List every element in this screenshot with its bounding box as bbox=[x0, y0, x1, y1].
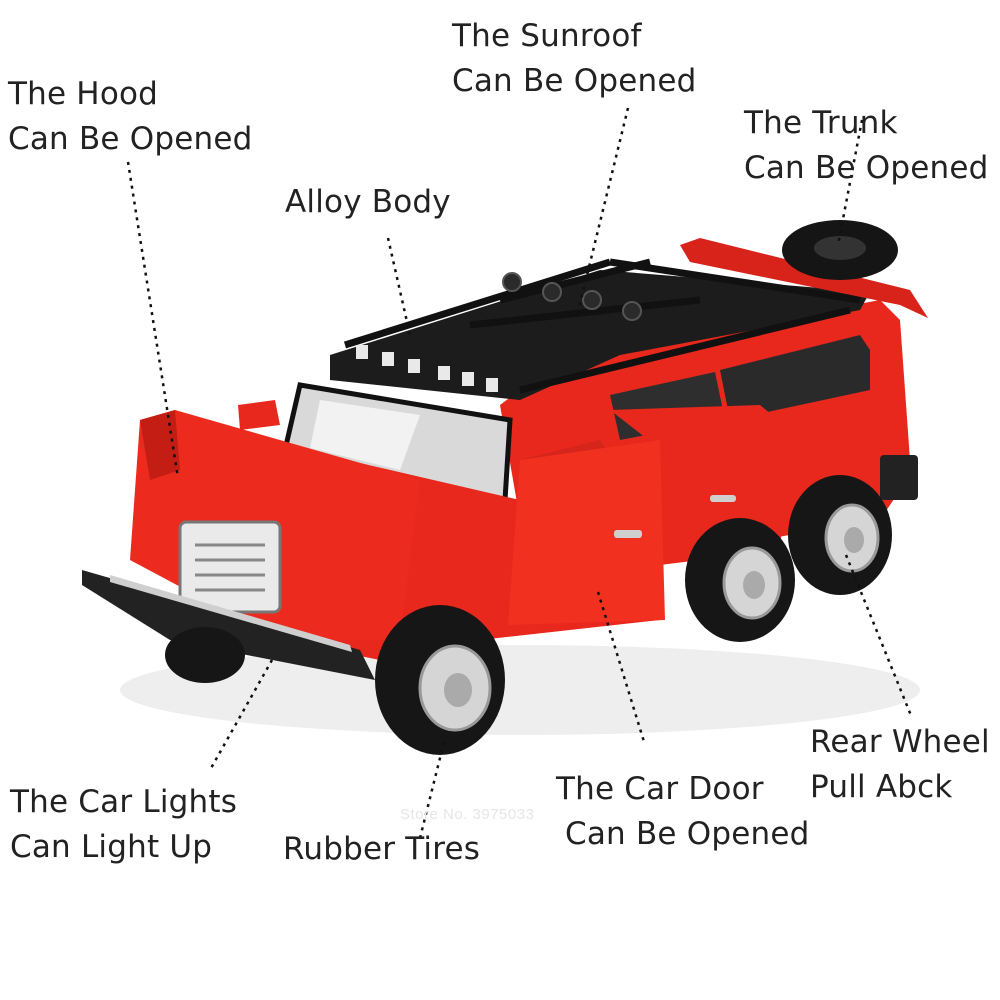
door-open bbox=[508, 440, 665, 625]
callout-rubber-tires: Rubber Tires bbox=[283, 827, 480, 872]
door-handle-2 bbox=[710, 495, 736, 502]
side-mirror bbox=[238, 400, 280, 430]
callout-rear-wheel-line2: Pull Abck bbox=[810, 769, 953, 805]
front-wheel bbox=[375, 605, 505, 755]
callout-car-door: The Car Door Can Be Opened bbox=[556, 767, 810, 857]
trunk-lid bbox=[680, 238, 928, 318]
callout-alloy-body-line1: Alloy Body bbox=[285, 184, 451, 220]
leader-rear-wheel bbox=[844, 554, 914, 719]
grille-slats bbox=[195, 543, 265, 592]
callout-hood-line1: The Hood bbox=[8, 76, 159, 112]
spare-tire-hub bbox=[814, 236, 866, 260]
hood-shade bbox=[140, 410, 180, 480]
bumper-chrome bbox=[110, 575, 352, 652]
roof-lights bbox=[502, 272, 642, 321]
callout-car-lights-line1: The Car Lights bbox=[10, 784, 238, 820]
rear-bumper bbox=[880, 455, 918, 500]
grille bbox=[178, 520, 282, 614]
callout-rear-wheel-line1: Rear Wheel bbox=[810, 724, 990, 760]
callout-sunroof-line2: Can Be Opened bbox=[452, 63, 697, 99]
rear-wheel-1 bbox=[685, 518, 795, 642]
door-handle bbox=[614, 530, 642, 538]
roof-rack bbox=[343, 258, 861, 394]
callout-alloy-body: Alloy Body bbox=[285, 180, 451, 225]
callout-hood-line2: Can Be Opened bbox=[8, 121, 253, 157]
side-window bbox=[720, 335, 870, 420]
callout-trunk-line2: Can Be Opened bbox=[744, 150, 989, 186]
leader-trunk bbox=[836, 119, 864, 246]
callout-rear-wheel: Rear Wheel Pull Abck bbox=[810, 720, 990, 810]
windshield-reflection bbox=[310, 400, 420, 470]
leader-sunroof bbox=[576, 107, 630, 313]
front-left-wheel bbox=[165, 627, 245, 683]
leader-car-door bbox=[596, 591, 647, 746]
front-bumper bbox=[82, 570, 375, 680]
leader-lines bbox=[126, 107, 914, 839]
callout-sunroof-line1: The Sunroof bbox=[452, 18, 642, 54]
watermark: Store No. 3975033 bbox=[400, 806, 535, 823]
callout-car-lights: The Car Lights Can Light Up bbox=[10, 780, 237, 870]
callout-hood: The Hood Can Be Opened bbox=[8, 72, 253, 162]
callout-sunroof: The Sunroof Can Be Opened bbox=[452, 14, 697, 104]
roof bbox=[330, 270, 870, 400]
callout-rubber-tires-line1: Rubber Tires bbox=[283, 831, 481, 867]
leader-rubber-tires bbox=[418, 741, 446, 839]
callout-car-door-line1: The Car Door bbox=[556, 771, 764, 807]
rear-wheel-2 bbox=[788, 475, 892, 595]
light-bar bbox=[356, 345, 498, 392]
leader-car-lights bbox=[208, 659, 274, 771]
leader-hood bbox=[126, 161, 180, 479]
callout-car-door-line2: Can Be Opened bbox=[565, 816, 810, 852]
leader-alloy-body bbox=[386, 237, 412, 336]
callout-trunk: The Trunk Can Be Opened bbox=[744, 101, 989, 191]
callout-car-lights-line2: Can Light Up bbox=[10, 829, 213, 865]
callout-trunk-line1: The Trunk bbox=[744, 105, 898, 141]
